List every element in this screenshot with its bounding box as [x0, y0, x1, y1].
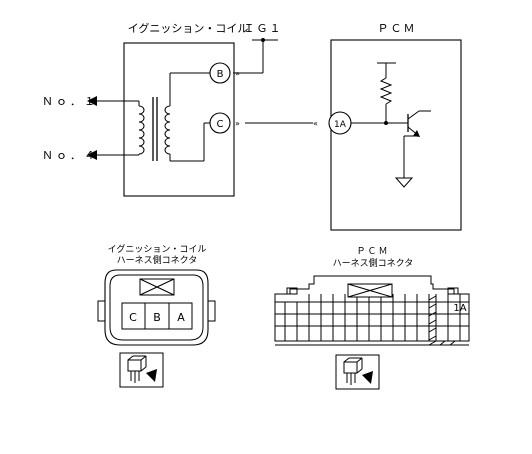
schematic: イグニッション・コイル ＩＧ１ ＰＣＭ B C » » « 1A: [42, 21, 462, 231]
resistor-icon: [379, 77, 393, 105]
terminal-a: A: [177, 311, 185, 324]
coil-connector-title: イグニッション・コイル: [108, 243, 207, 255]
arrow-left-icon: [87, 96, 97, 106]
pcm-box: [330, 39, 462, 231]
lock-tab: [139, 278, 175, 296]
coil-connector-subtitle: ハーネス側コネクタ: [117, 254, 198, 266]
connector-mark-icon: »: [235, 69, 240, 78]
ig1-label: ＩＧ１: [244, 22, 283, 35]
harness-side-view-icon: [119, 352, 164, 388]
pcm-connector-subtitle: ハーネス側コネクタ: [333, 257, 414, 269]
ig1-line: [233, 38, 278, 74]
terminal-c: C: [129, 311, 137, 324]
no4-label: Ｎｏ．４: [42, 149, 98, 162]
harness-side-view-icon: [335, 354, 380, 390]
pin-c-label: C: [217, 119, 224, 130]
ground-icon: [394, 177, 414, 188]
pcm-title: ＰＣＭ: [378, 22, 417, 35]
pin-b-label: B: [217, 69, 224, 80]
hatched-divider: [428, 295, 456, 346]
arrow-left-icon: [87, 150, 97, 160]
pcm-connector-housing: [274, 275, 470, 342]
pcm-transistor-circuit: [351, 62, 431, 188]
connector-mark-icon: »: [235, 119, 240, 128]
coil-connector: イグニッション・コイル ハーネス側コネクタ C B A: [97, 243, 216, 388]
coil-title: イグニッション・コイル: [128, 21, 249, 35]
no1-label: Ｎｏ．１: [42, 95, 98, 108]
pcm-connector-title: ＰＣＭ: [356, 247, 389, 257]
terminal-b: B: [153, 311, 161, 324]
coil-connector-housing: [104, 269, 209, 346]
terminal-1a: 1A: [453, 303, 466, 314]
transformer-icon: [94, 72, 210, 162]
pin-1a-label: 1A: [334, 120, 347, 130]
connector-mark-icon: «: [313, 119, 318, 128]
pcm-connector: ＰＣＭ ハーネス側コネクタ: [274, 247, 470, 390]
